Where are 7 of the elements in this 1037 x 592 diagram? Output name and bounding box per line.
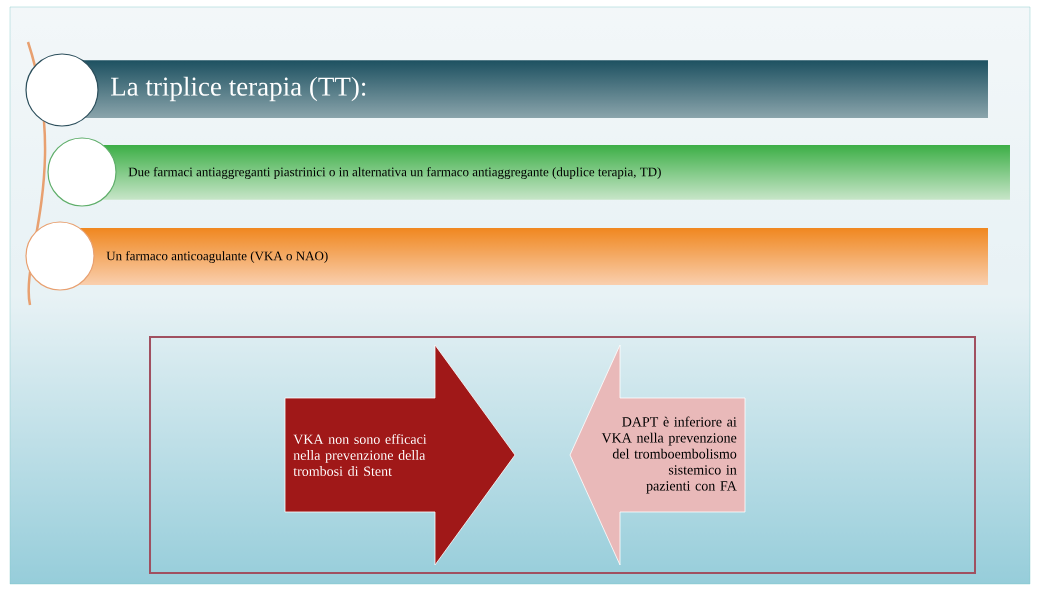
frame-box: [149, 336, 976, 574]
node-label: Un farmaco anticoagulante (VKA o NAO): [106, 251, 328, 263]
banner-bar: Un farmaco anticoagulante (VKA o NAO): [25, 221, 328, 291]
banner-bar: La triplice terapia (TT):: [25, 53, 366, 127]
node-label: La triplice terapia (TT):: [111, 76, 366, 102]
node-label: Due farmaci antiaggreganti piastrinici o in alternativa un farmaco antiaggregante (duplice terapia, TD): [128, 167, 661, 179]
banner-bar: Due farmaci antiaggreganti piastrinici o in alternativa un farmaco antiaggregante (duplice terapia, TD): [47, 137, 661, 207]
